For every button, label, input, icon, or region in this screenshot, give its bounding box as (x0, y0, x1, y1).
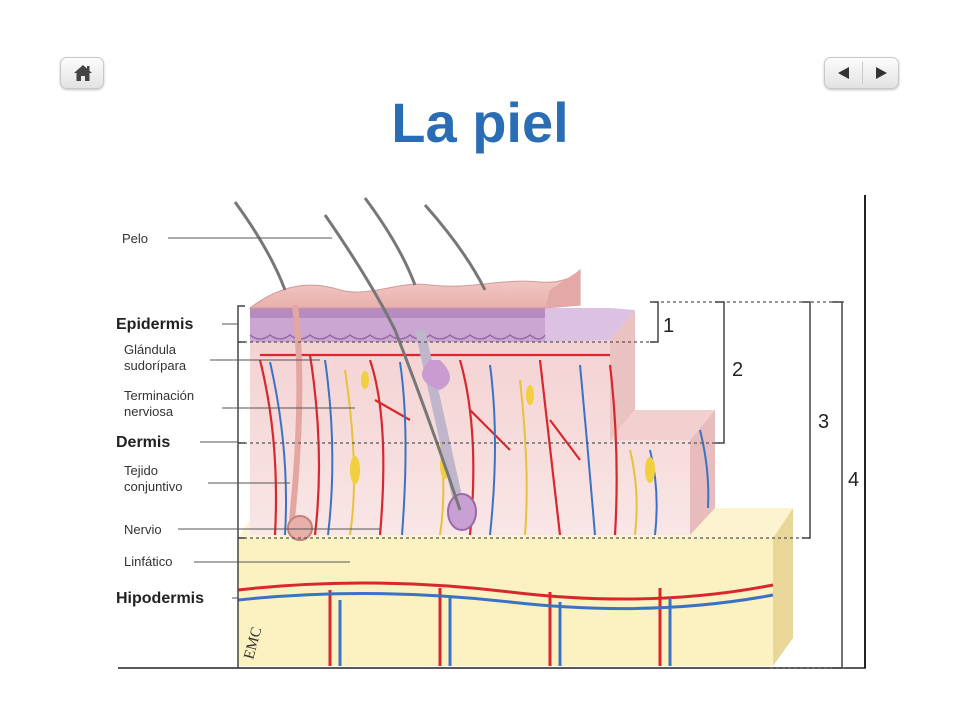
label-terminacion: Terminación (124, 388, 194, 403)
triangle-left-icon (838, 67, 849, 79)
home-icon (74, 65, 92, 81)
label-dermis: Dermis (116, 434, 170, 451)
label-conjuntivo: conjuntivo (124, 479, 183, 494)
hair-follicle (415, 328, 477, 531)
skin-surface (248, 268, 581, 309)
label-linfatico: Linfático (124, 554, 172, 569)
bracket-label-3: 3 (818, 411, 829, 433)
label-sudoripara: sudorípara (124, 358, 187, 373)
label-hipodermis: Hipodermis (116, 590, 204, 607)
next-button[interactable] (863, 58, 900, 88)
sweat-gland (287, 304, 313, 541)
label-nervio: Nervio (124, 522, 162, 537)
veins (269, 359, 710, 536)
bracket-label-2: 2 (732, 359, 743, 381)
skin-cross-section-diagram: 1 2 3 4 Pelo Epidermis Glándula sudorípa… (116, 195, 866, 669)
nerve-endings (350, 371, 655, 484)
label-tejido: Tejido (124, 463, 158, 478)
label-nerviosa: nerviosa (124, 404, 174, 419)
pager-divider (862, 62, 863, 84)
page-title: La piel (391, 91, 569, 154)
triangle-right-icon (876, 67, 887, 79)
pager-control (824, 57, 899, 89)
epidermis-layer (249, 308, 635, 342)
home-button[interactable] (60, 57, 104, 89)
previous-button[interactable] (825, 58, 862, 88)
label-pelo: Pelo (122, 231, 148, 246)
label-epidermis: Epidermis (116, 316, 193, 333)
bracket-label-1: 1 (663, 315, 674, 337)
hairs (233, 197, 487, 511)
label-glandula: Glándula (124, 342, 177, 357)
bracket-label-4: 4 (848, 469, 859, 491)
